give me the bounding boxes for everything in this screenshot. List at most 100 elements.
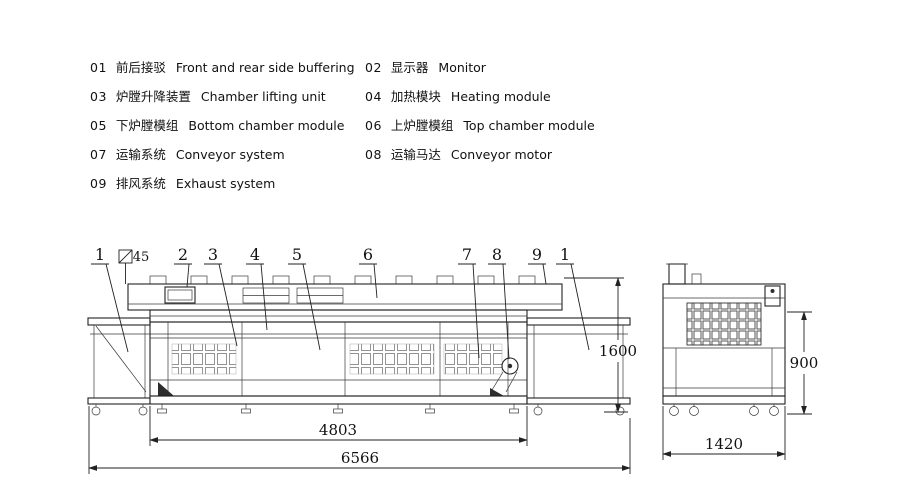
callout-number: 4 [250, 245, 260, 264]
legend-item-number: 02 [365, 60, 382, 75]
legend-item-name-cn: 显示器 [390, 60, 429, 75]
legend-item-08: 08 运输马达 Conveyor motor [365, 140, 595, 169]
legend-item-06: 06 上炉膛模组 Top chamber module [365, 111, 595, 140]
legend-item-number: 06 [365, 118, 382, 133]
callout-2: 2 [174, 245, 192, 288]
legend-item-01: 01 前后接驳 Front and rear side buffering [90, 53, 355, 82]
left-buffer-table [87, 317, 151, 416]
legend-item-number: 07 [90, 147, 107, 162]
end-view [662, 263, 786, 416]
oven-technical-drawing: 1 45 2 3 4 [87, 245, 819, 474]
legend-item-name-cn: 运输马达 [390, 147, 441, 162]
belt-width-label: 45 [133, 250, 150, 265]
callout-3: 3 [204, 245, 238, 347]
corner-brace [158, 382, 174, 396]
right-buffer-table [526, 317, 631, 416]
callout-number: 5 [292, 245, 302, 264]
dim-overall-height: 1600 [564, 277, 637, 413]
dimension-annotations: 1600 4803 6566 900 [88, 277, 819, 474]
legend-item-number: 05 [90, 118, 107, 133]
callout-4: 4 [246, 245, 268, 331]
legend-item-number: 08 [365, 147, 382, 162]
callout-leaders: 1 45 2 3 4 [91, 245, 590, 360]
callout-7: 7 [458, 245, 480, 359]
base-frame [149, 395, 528, 405]
hood-vent [272, 275, 290, 285]
top-chamber-hood [127, 283, 563, 311]
legend-item-07: 07 运输系统 Conveyor system [90, 140, 355, 169]
legend-item-name-en: Top chamber module [463, 118, 595, 133]
hood-vent [149, 275, 167, 285]
dim-text-1420: 1420 [705, 435, 743, 453]
hood-vent [231, 275, 249, 285]
hood-vent [190, 275, 208, 285]
hood-vent [518, 275, 536, 285]
legend-item-name-cn: 排风系统 [115, 176, 166, 191]
dim-text-6566: 6566 [341, 449, 379, 467]
heating-cells [443, 343, 503, 375]
callout-number: 9 [532, 245, 542, 264]
legend-item-name-en: Chamber lifting unit [200, 89, 326, 104]
conveyor-motor-symbol [490, 357, 519, 396]
heating-module-face [686, 302, 762, 346]
legend-item-09: 09 排风系统 Exhaust system [90, 169, 355, 198]
legend-item-name-en: Exhaust system [175, 176, 276, 191]
legend-item-name-en: Conveyor system [175, 147, 285, 162]
leveling-feet [157, 404, 519, 414]
exhaust-stack [668, 263, 686, 285]
callout-6: 6 [359, 245, 378, 299]
legend-item-name-cn: 前后接驳 [115, 60, 166, 75]
parts-legend-column-2: 02 显示器 Monitor 04 加热模块 Heating module 06… [365, 53, 595, 169]
callout-number: 8 [492, 245, 502, 264]
callout-number: 1 [95, 245, 105, 264]
legend-item-name-en: Heating module [450, 89, 551, 104]
end-view-control [764, 285, 781, 307]
legend-item-name-en: Front and rear side buffering [175, 60, 355, 75]
callout-number: 3 [208, 245, 218, 264]
legend-item-number: 01 [90, 60, 107, 75]
hood-vent [395, 275, 413, 285]
legend-item-name-en: Monitor [438, 60, 486, 75]
legend-item-04: 04 加热模块 Heating module [365, 82, 595, 111]
legend-item-name-cn: 炉膛升降装置 [115, 89, 191, 104]
legend-item-name-cn: 加热模块 [390, 89, 441, 104]
callout-number: 2 [178, 245, 188, 264]
side-view [87, 275, 631, 416]
dim-overall-length: 6566 [88, 406, 631, 474]
callout-9: 9 [528, 245, 547, 285]
legend-item-name-en: Conveyor motor [450, 147, 552, 162]
dim-overall-depth: 1420 [662, 406, 786, 460]
callout-number: 7 [462, 245, 472, 264]
dim-chamber-length: 4803 [149, 406, 528, 446]
monitor-box [164, 286, 196, 304]
legend-item-name-cn: 下炉膛模组 [115, 118, 179, 133]
legend-item-name-en: Bottom chamber module [188, 118, 345, 133]
legend-item-name-cn: 上炉膛模组 [390, 118, 454, 133]
legend-item-number: 04 [365, 89, 382, 104]
callout-number: 1 [560, 245, 570, 264]
legend-item-05: 05 下炉膛模组 Bottom chamber module [90, 111, 355, 140]
legend-item-02: 02 显示器 Monitor [365, 53, 595, 82]
dim-text-1600: 1600 [599, 342, 637, 360]
heating-cells [349, 343, 435, 375]
hood-vent [436, 275, 454, 285]
legend-item-03: 03 炉膛升降装置 Chamber lifting unit [90, 82, 355, 111]
dim-conveyor-height: 900 [787, 311, 819, 415]
callout-number: 6 [363, 245, 373, 264]
belt-width-symbol: 45 [118, 249, 150, 284]
end-view-base [662, 395, 786, 405]
hood-vent [313, 275, 331, 285]
dim-text-900: 900 [790, 354, 819, 372]
heating-cells [171, 343, 237, 375]
legend-item-number: 03 [90, 89, 107, 104]
parts-legend-column-1: 01 前后接驳 Front and rear side buffering 03… [90, 53, 355, 198]
dim-text-4803: 4803 [319, 421, 357, 439]
hood-vent [477, 275, 495, 285]
callout-5: 5 [288, 245, 321, 351]
hood-vent [354, 275, 372, 285]
callout-8: 8 [488, 245, 510, 360]
end-view-casters [669, 404, 779, 416]
legend-item-name-cn: 运输系统 [115, 147, 166, 162]
callout-1-left: 1 [91, 245, 129, 353]
